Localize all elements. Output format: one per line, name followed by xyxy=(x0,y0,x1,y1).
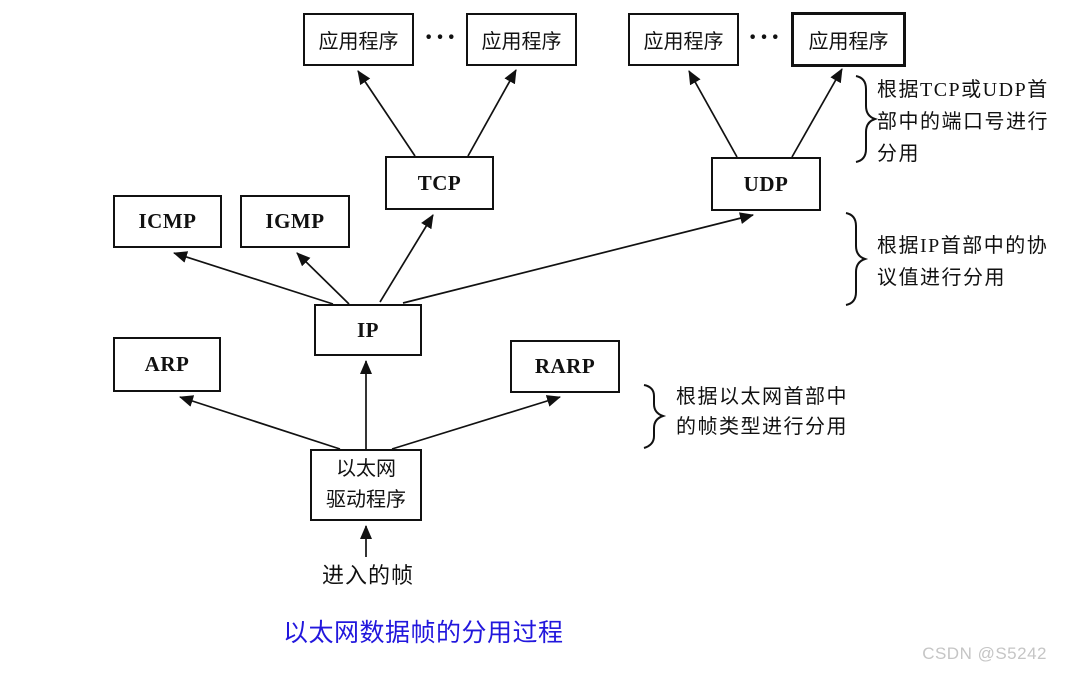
node-application-3: 应用程序 xyxy=(628,13,739,66)
node-icmp: ICMP xyxy=(113,195,222,248)
node-application-2: 应用程序 xyxy=(466,13,577,66)
annotation-port-demux-line1: 根据TCP或UDP首 xyxy=(877,79,1049,101)
node-ip: IP xyxy=(314,304,422,356)
arrow-tcp-to-app1 xyxy=(357,70,416,157)
node-arp: ARP xyxy=(113,337,221,392)
node-application-4: 应用程序 xyxy=(791,12,906,67)
arrow-ip-to-icmp xyxy=(173,251,334,305)
arrow-udp-to-app3 xyxy=(688,70,738,158)
arrow-ip-to-tcp xyxy=(379,214,434,303)
annotation-frametype-demux-line1: 根据以太网首部中 xyxy=(676,386,848,408)
annotation-port-demux-line3: 分用 xyxy=(877,143,920,165)
annotation-port-demux: 根据TCP或UDP首 部中的端口号进行 分用 xyxy=(877,74,1049,170)
node-application-4-label: 应用程序 xyxy=(808,31,889,53)
node-udp-label: UDP xyxy=(743,171,789,196)
brace-protocol-demux xyxy=(845,212,869,306)
arrow-tcp-to-app2 xyxy=(467,69,517,157)
brace-frametype-demux xyxy=(643,384,667,449)
diagram-caption: 以太网数据帧的分用过程 xyxy=(283,620,564,647)
node-arp-label: ARP xyxy=(144,352,190,376)
node-igmp: IGMP xyxy=(240,195,350,248)
arrow-ip-to-udp xyxy=(402,212,754,304)
node-application-1: 应用程序 xyxy=(303,13,414,66)
node-icmp-label: ICMP xyxy=(138,209,197,233)
node-rarp: RARP xyxy=(510,340,620,393)
node-application-3-label: 应用程序 xyxy=(643,31,724,53)
node-application-2-label: 应用程序 xyxy=(481,31,562,53)
node-ethernet-driver-label-line2: 驱动程序 xyxy=(326,489,406,511)
ellipsis-right: ··· xyxy=(747,22,782,53)
annotation-protocol-demux-line1: 根据IP首部中的协 xyxy=(877,235,1049,257)
node-ethernet-driver: 以太网 驱动程序 xyxy=(310,449,422,521)
node-application-1-label: 应用程序 xyxy=(318,31,399,53)
node-tcp-label: TCP xyxy=(417,170,462,195)
node-udp: UDP xyxy=(711,157,821,211)
node-rarp-label: RARP xyxy=(534,354,596,378)
annotation-port-demux-line2: 部中的端口号进行 xyxy=(877,111,1049,133)
arrow-ip-to-igmp xyxy=(296,252,350,305)
node-tcp: TCP xyxy=(385,156,494,210)
arrow-eth-to-arp xyxy=(179,395,341,450)
incoming-frame-label: 进入的帧 xyxy=(322,563,415,588)
ellipsis-left: ··· xyxy=(423,22,458,53)
annotation-frametype-demux: 根据以太网首部中 的帧类型进行分用 xyxy=(676,382,848,442)
annotation-frametype-demux-line2: 的帧类型进行分用 xyxy=(676,416,848,438)
node-ethernet-driver-label-line1: 以太网 xyxy=(336,458,396,480)
arrow-udp-to-app4 xyxy=(791,68,843,158)
watermark-text: CSDN @S5242 xyxy=(922,644,1047,663)
arrow-eth-to-rarp xyxy=(391,395,561,450)
annotation-protocol-demux-line2: 议值进行分用 xyxy=(877,267,1006,289)
node-igmp-label: IGMP xyxy=(265,209,325,233)
node-ip-label: IP xyxy=(357,317,379,342)
brace-port-demux xyxy=(855,75,879,163)
annotation-protocol-demux: 根据IP首部中的协 议值进行分用 xyxy=(877,230,1048,294)
